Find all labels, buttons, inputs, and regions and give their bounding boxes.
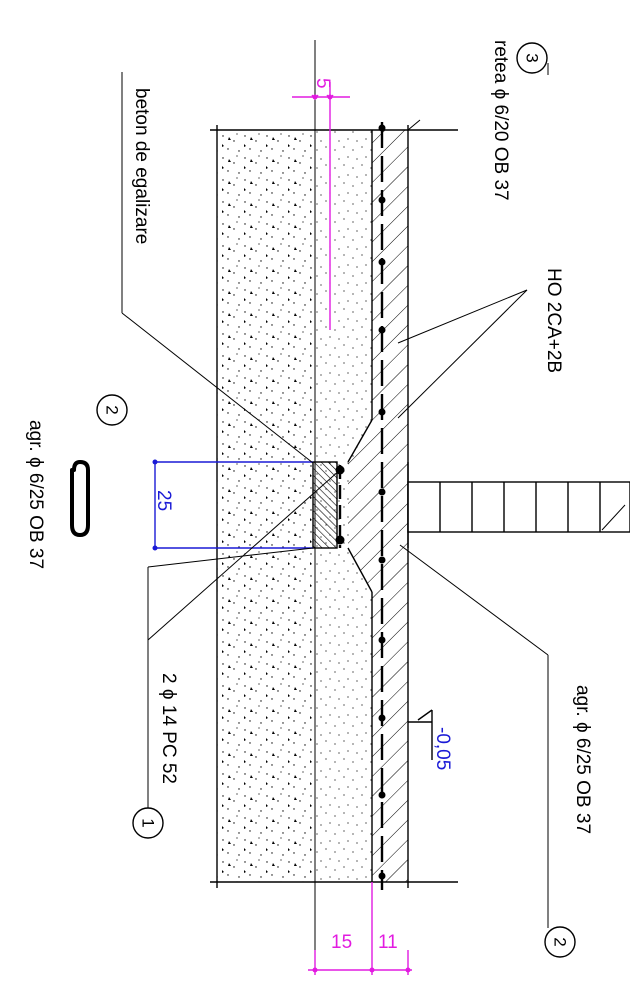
label-retea: retea ϕ 6/20 OB 37: [490, 40, 511, 201]
marker-1: 1: [132, 807, 164, 839]
marker-1-label: 1: [139, 818, 158, 827]
dim-5-label: 5: [312, 78, 333, 89]
marker-2-left: 2: [96, 394, 128, 426]
reinforcement-mesh: [338, 122, 386, 890]
marker-2-right-label: 2: [551, 937, 570, 946]
marker-3: 3: [516, 42, 548, 74]
marker-2-left-label: 2: [103, 405, 122, 414]
dim-bottom: [308, 882, 412, 975]
label-bars: 2 ϕ 14 PC 52: [158, 673, 179, 784]
dim-5: [292, 82, 350, 330]
dim-15-label: 15: [331, 932, 352, 953]
level-label: -0,05: [432, 727, 453, 770]
label-ho: HO 2CA+2B: [543, 268, 564, 373]
marker-3-label: 3: [523, 53, 542, 62]
dim-25-label: 25: [153, 490, 174, 511]
label-agr-left: agr. ϕ 6/25 OB 37: [25, 420, 46, 569]
wall-masonry: [407, 462, 630, 548]
stirrup-symbol: [70, 459, 90, 538]
dim-25: [152, 459, 313, 551]
hatched-slab: [347, 119, 421, 888]
dim-11-label: 11: [378, 932, 398, 953]
level-mark: [408, 709, 433, 760]
leader-lines: [121, 63, 549, 928]
marker-2-right: 2: [544, 926, 576, 958]
label-agr-right: agr. ϕ 6/25 OB 37: [572, 685, 593, 834]
label-beton: beton de egalizare: [131, 88, 152, 244]
